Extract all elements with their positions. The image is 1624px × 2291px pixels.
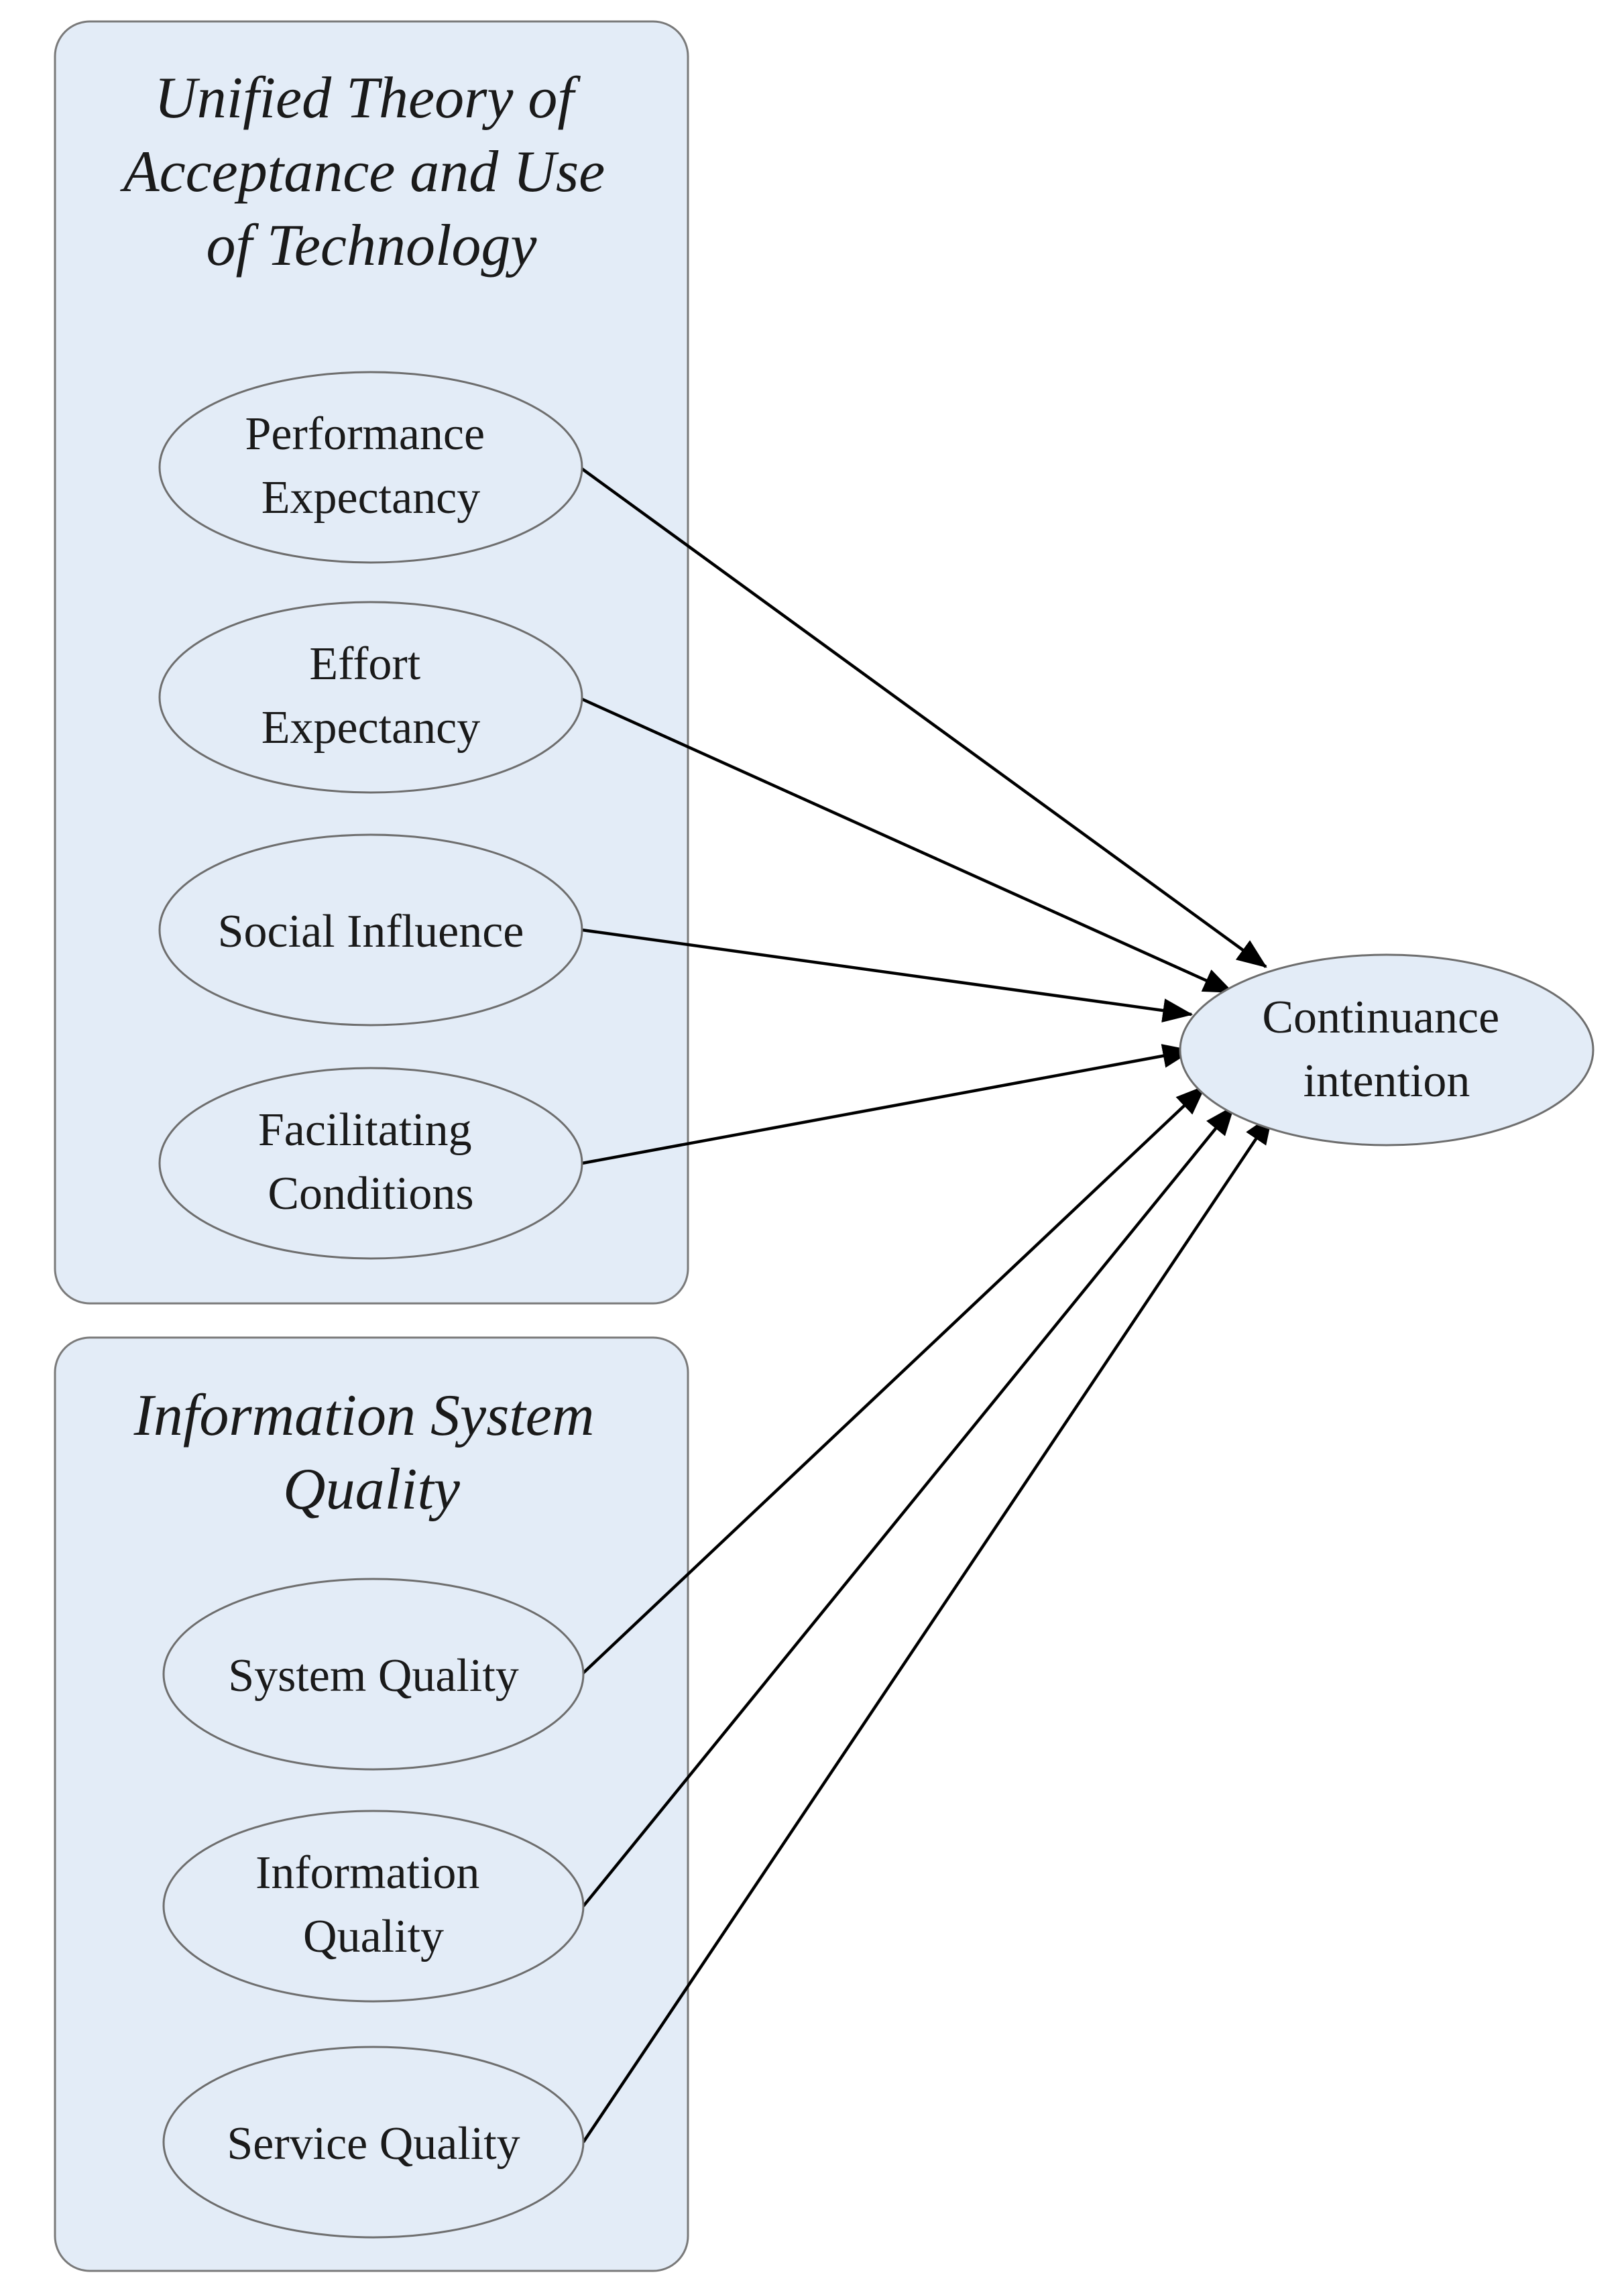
- continuance-intention-label: Continuance intention: [1262, 992, 1511, 1107]
- utaut-title-line-2: Acceptance and Use: [120, 139, 605, 204]
- effort-expectancy-line-1: Effort: [309, 638, 420, 690]
- performance-expectancy-line-1: Performance: [245, 408, 485, 460]
- continuance-intention-line-1: Continuance: [1262, 992, 1499, 1043]
- information-quality-label: Information Quality: [255, 1847, 491, 1962]
- social-influence-label: Social Influence: [218, 906, 524, 957]
- effort-expectancy-ellipse: [158, 601, 583, 794]
- node-information-quality: Information Quality: [162, 1810, 585, 2003]
- node-social-influence: Social Influence: [158, 833, 583, 1026]
- isq-title-line-2: Quality: [283, 1457, 461, 1522]
- performance-expectancy-label: Performance Expectancy: [245, 408, 496, 524]
- facilitating-conditions-label: Facilitating Conditions: [258, 1104, 483, 1220]
- edge-social-to-continuance: [581, 928, 1194, 1022]
- effort-expectancy-label: Effort Expectancy: [262, 638, 480, 754]
- information-quality-ellipse: [162, 1810, 585, 2003]
- continuance-intention-ellipse: [1179, 953, 1594, 1147]
- utaut-title-line-1: Unified Theory of: [154, 66, 581, 131]
- edge-facilitating-to-continuance: [581, 1044, 1194, 1165]
- system-quality-ellipse: [162, 1578, 585, 1771]
- service-quality-ellipse: [162, 2046, 585, 2239]
- social-influence-ellipse: [158, 833, 583, 1026]
- utaut-title-line-3: of Technology: [207, 213, 538, 278]
- edges: [577, 466, 1273, 2143]
- isq-group-box: [54, 1336, 689, 2272]
- edge-performance-to-continuance: [579, 466, 1267, 968]
- performance-expectancy-ellipse: [158, 371, 583, 564]
- system-quality-label: System Quality: [228, 1650, 519, 1702]
- node-performance-expectancy: Performance Expectancy: [158, 371, 583, 564]
- node-effort-expectancy: Effort Expectancy: [158, 601, 583, 794]
- isq-group-title: Information System Quality: [133, 1383, 610, 1522]
- node-service-quality: Service Quality: [162, 2046, 585, 2239]
- node-continuance-intention: Continuance intention: [1179, 953, 1594, 1147]
- service-quality-label: Service Quality: [227, 2118, 520, 2170]
- continuance-intention-line-2: intention: [1303, 1055, 1470, 1107]
- effort-expectancy-line-2: Expectancy: [262, 702, 480, 754]
- facilitating-conditions-line-2: Conditions: [268, 1168, 473, 1220]
- facilitating-conditions-line-1: Facilitating: [258, 1104, 472, 1156]
- service-quality-line-1: Service Quality: [227, 2118, 520, 2170]
- information-quality-line-2: Quality: [303, 1911, 444, 1962]
- edge-information-to-continuance: [582, 1105, 1235, 1907]
- utaut-group-title: Unified Theory of Acceptance and Use of …: [120, 66, 620, 278]
- node-facilitating-conditions: Facilitating Conditions: [158, 1067, 583, 1260]
- edge-system-to-continuance: [581, 1085, 1206, 1676]
- edge-service-to-continuance: [582, 1114, 1273, 2143]
- information-quality-line-1: Information: [255, 1847, 479, 1899]
- facilitating-conditions-ellipse: [158, 1067, 583, 1260]
- system-quality-line-1: System Quality: [228, 1650, 519, 1702]
- isq-title-line-1: Information System: [133, 1383, 595, 1448]
- social-influence-line-1: Social Influence: [218, 906, 524, 957]
- performance-expectancy-line-2: Expectancy: [262, 472, 480, 524]
- edge-effort-to-continuance: [577, 695, 1234, 994]
- node-system-quality: System Quality: [162, 1578, 585, 1771]
